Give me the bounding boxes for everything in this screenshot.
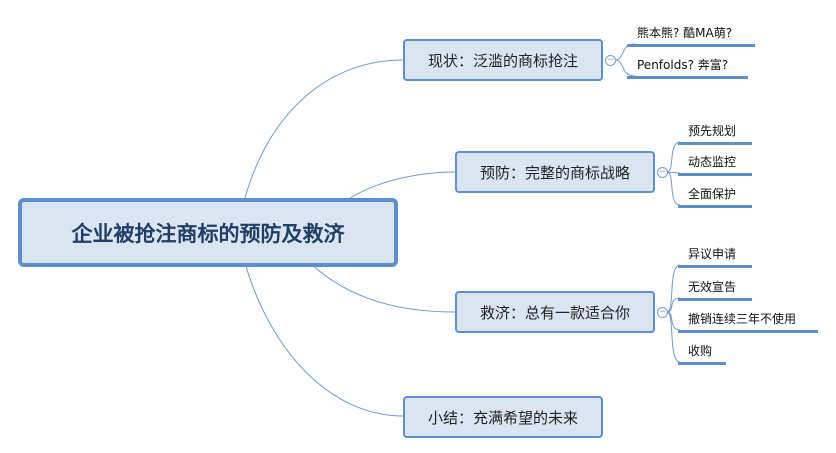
subtopic[interactable]: 熊本熊? 酷MA萌? bbox=[627, 24, 755, 47]
connector-topic-3-subs bbox=[666, 264, 681, 363]
subtopic[interactable]: Penfolds? 奔富? bbox=[627, 56, 748, 79]
subtopic[interactable]: 异议申请 bbox=[678, 245, 752, 268]
subtopic[interactable]: 无效宣告 bbox=[678, 278, 752, 301]
topic-status[interactable]: 现状：泛滥的商标抢注 bbox=[403, 39, 603, 81]
topic-remedy[interactable]: 救济：总有一款适合你 bbox=[455, 291, 655, 333]
central-topic[interactable]: 企业被抢注商标的预防及救济 bbox=[18, 198, 398, 267]
central-topic-label: 企业被抢注商标的预防及救济 bbox=[71, 221, 345, 246]
topic-label: 救济：总有一款适合你 bbox=[479, 303, 630, 322]
topic-summary[interactable]: 小结：充满希望的未来 bbox=[403, 396, 603, 438]
collapse-toggle-icon[interactable]: − bbox=[657, 167, 668, 178]
connector-root-topic-1 bbox=[244, 59, 404, 199]
subtopic[interactable]: 收购 bbox=[678, 342, 726, 365]
connector-root-topic-2 bbox=[349, 171, 456, 199]
collapse-toggle-icon[interactable]: − bbox=[657, 307, 668, 318]
topic-label: 现状：泛滥的商标抢注 bbox=[427, 51, 578, 70]
subtopic[interactable]: 预先规划 bbox=[678, 122, 752, 145]
connector-root-topic-4 bbox=[244, 262, 404, 417]
subtopic[interactable]: 全面保护 bbox=[678, 185, 752, 208]
connector-topic-2-subs bbox=[666, 141, 681, 206]
topic-label: 预防：完整的商标战略 bbox=[479, 163, 630, 182]
subtopic[interactable]: 动态监控 bbox=[678, 153, 752, 176]
topic-prevention[interactable]: 预防：完整的商标战略 bbox=[455, 151, 655, 193]
connector-root-topic-3 bbox=[309, 262, 456, 313]
collapse-toggle-icon[interactable]: − bbox=[605, 55, 616, 66]
topic-label: 小结：充满希望的未来 bbox=[427, 408, 578, 427]
subtopic[interactable]: 撤销连续三年不使用 bbox=[678, 310, 818, 333]
